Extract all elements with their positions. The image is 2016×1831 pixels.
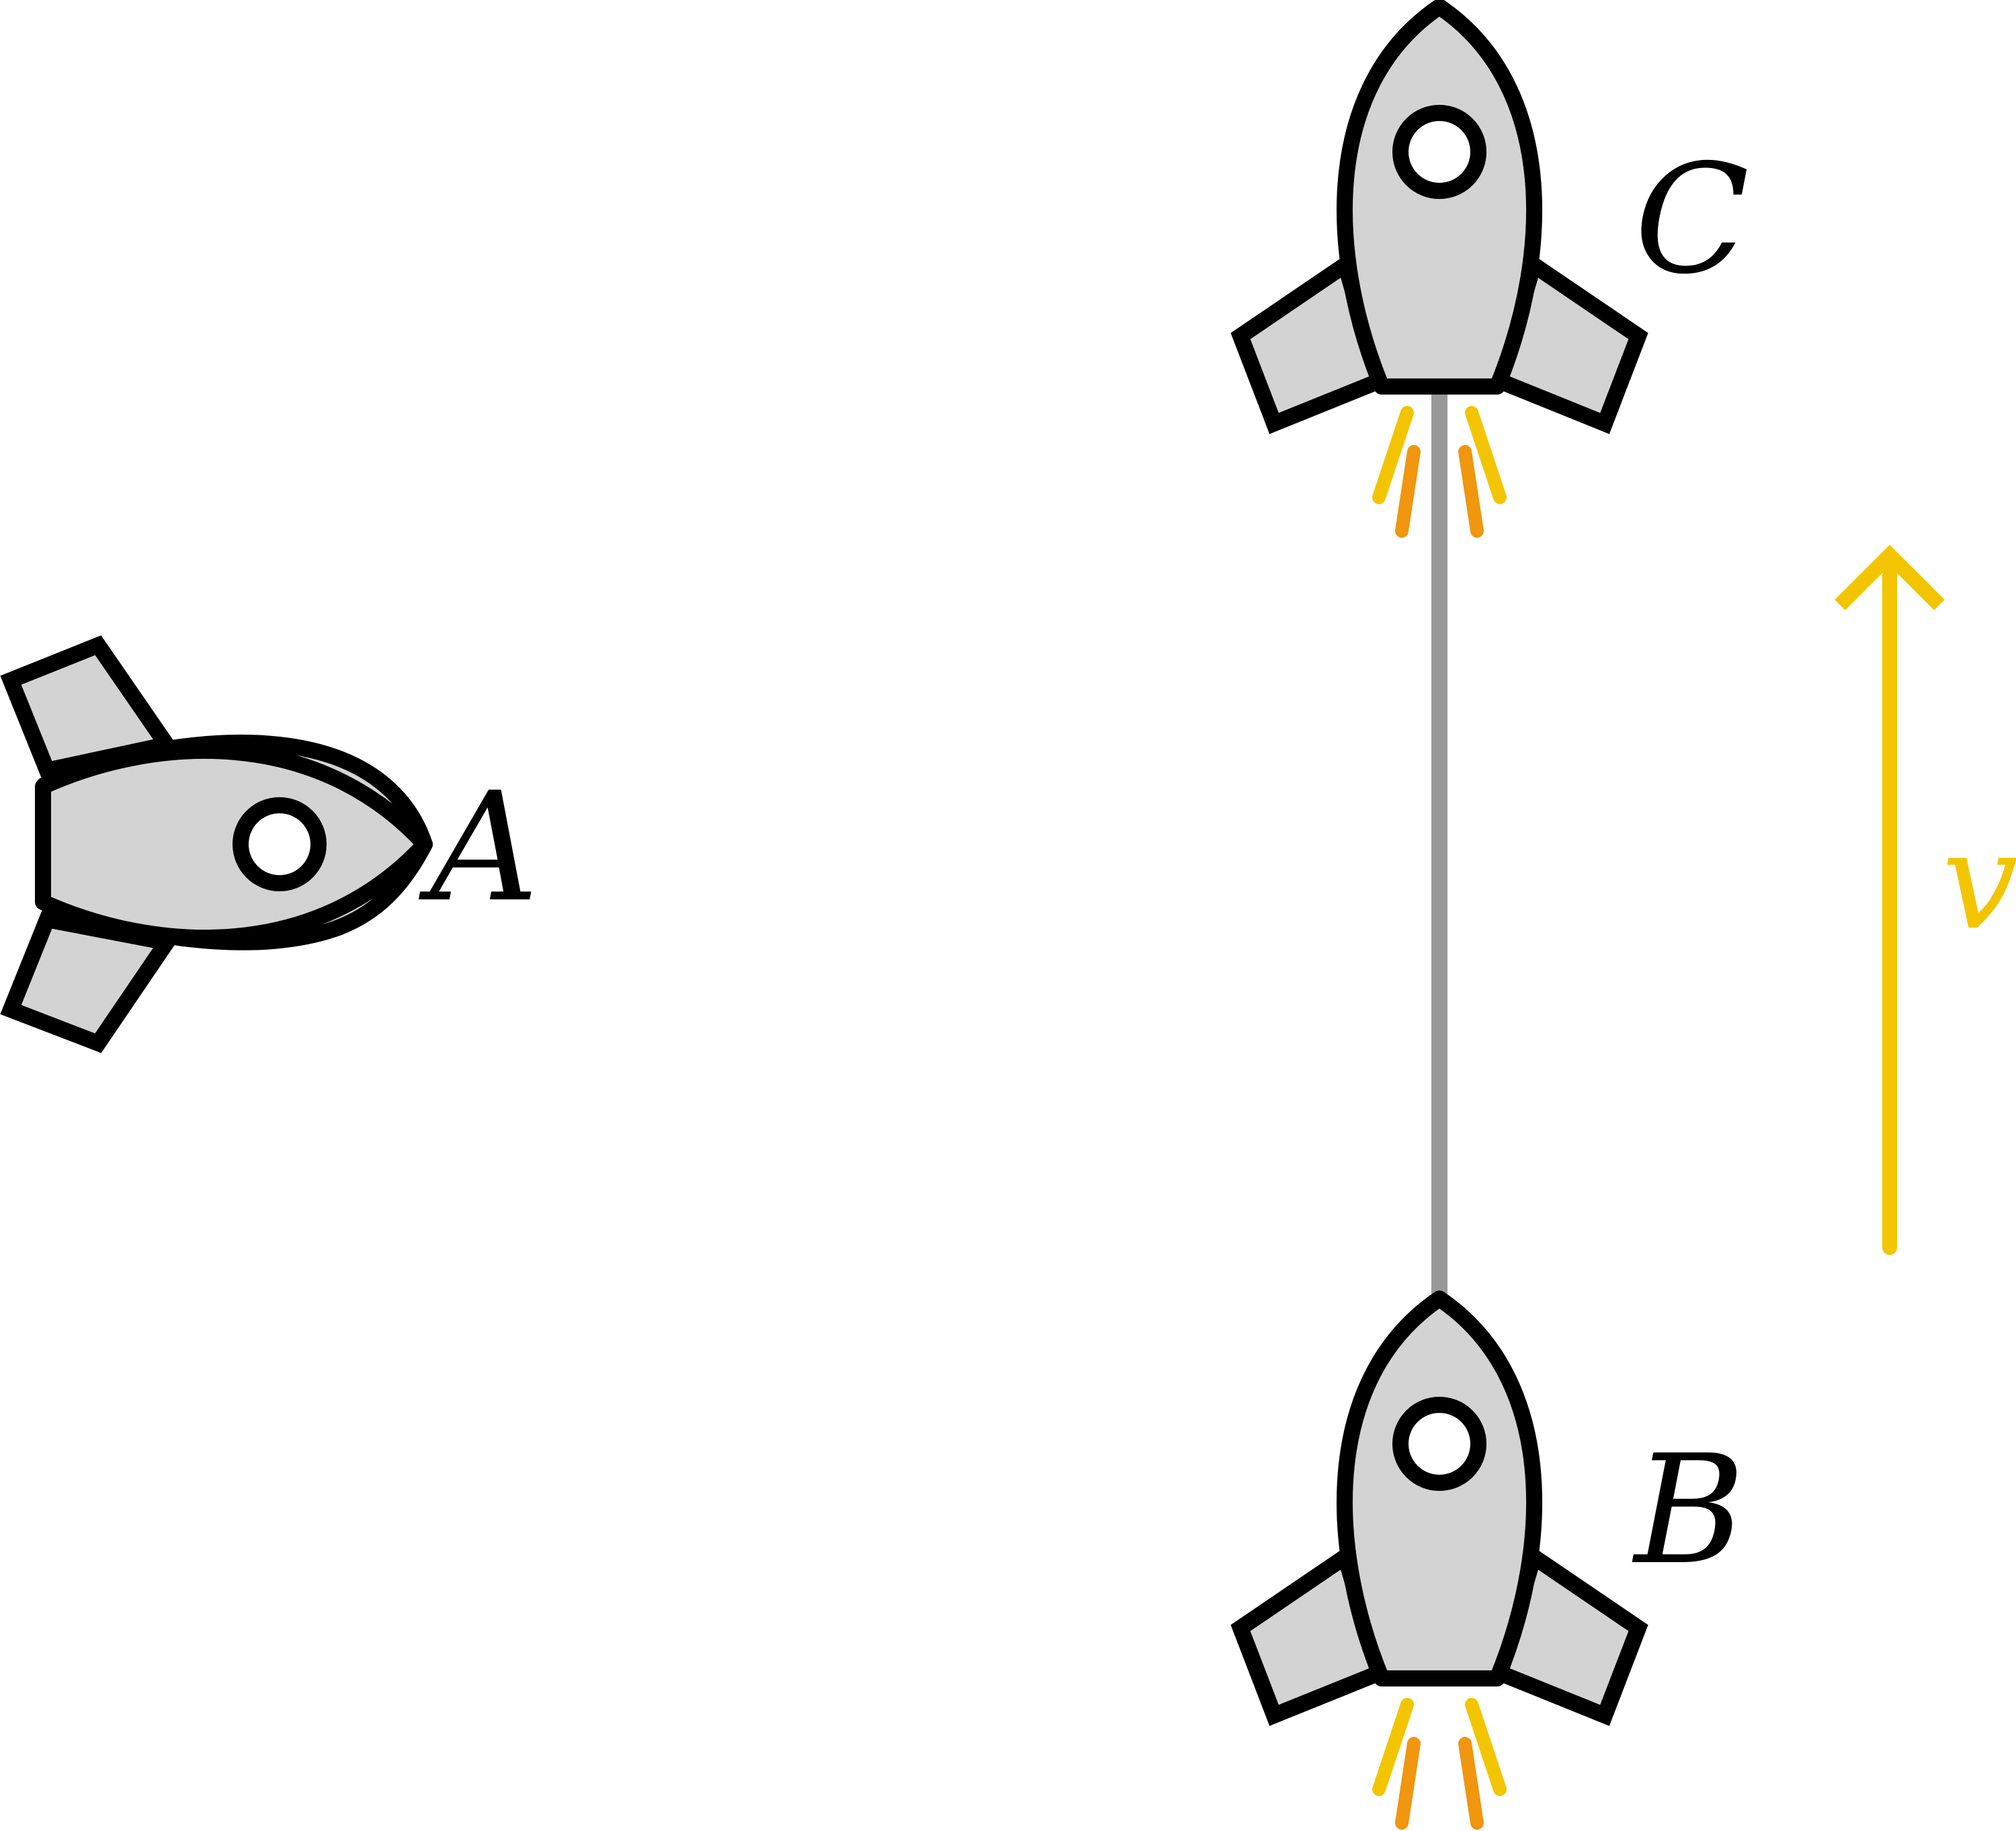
rocket-icon bbox=[1230, 0, 1648, 434]
rocket-icon bbox=[0, 635, 433, 1053]
rocket-icon bbox=[1230, 1291, 1648, 1726]
flame-icon bbox=[1372, 406, 1507, 538]
rocket-b-label: B bbox=[1632, 1422, 1745, 1598]
arrow-up-icon bbox=[1835, 544, 1945, 1255]
velocity-arrow: v bbox=[1835, 544, 2016, 1255]
flame-icon bbox=[1372, 1698, 1507, 1830]
rocket-c: C bbox=[1230, 0, 1749, 538]
rocket-a-label: A bbox=[418, 760, 539, 935]
rocket-b: B bbox=[1230, 1291, 1745, 1830]
rocket-a: A bbox=[0, 635, 539, 1053]
rocket-c-label: C bbox=[1634, 132, 1749, 307]
velocity-label: v bbox=[1942, 803, 2016, 960]
